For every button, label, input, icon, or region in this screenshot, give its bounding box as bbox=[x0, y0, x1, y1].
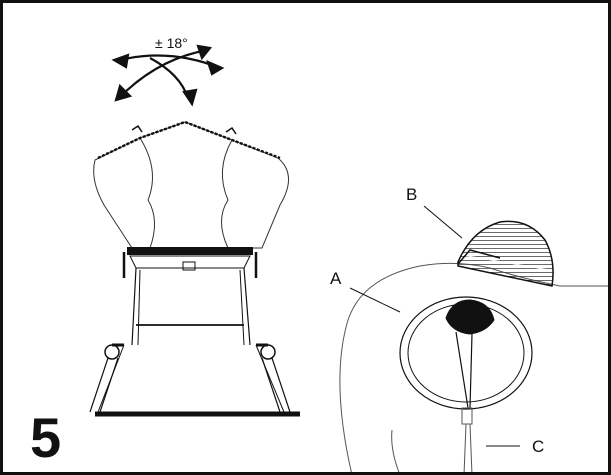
fixture-body bbox=[339, 262, 608, 472]
callout-b-label: B bbox=[406, 185, 418, 204]
lamp-head bbox=[93, 120, 289, 249]
callout-a-label: A bbox=[330, 269, 342, 288]
rotation-arrows bbox=[111, 44, 225, 107]
lamp-bracket bbox=[89, 247, 300, 417]
rotation-knob bbox=[457, 220, 554, 287]
step-number: 5 bbox=[30, 406, 62, 469]
adjustment-ring bbox=[399, 296, 533, 410]
callout-c-label: C bbox=[532, 437, 545, 456]
rotation-angle-label: ± 18° bbox=[155, 35, 188, 51]
pointer-rod bbox=[461, 407, 473, 472]
callout-leaders bbox=[349, 205, 520, 447]
